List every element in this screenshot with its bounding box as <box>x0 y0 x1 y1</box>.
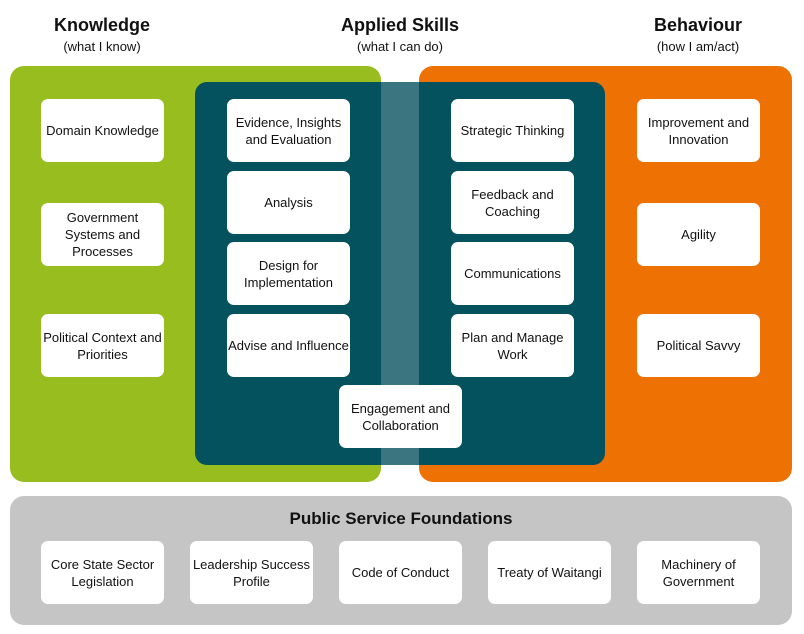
applied-skills-header: Applied Skills (what I can do) <box>300 14 500 56</box>
foundations-title: Public Service Foundations <box>289 509 513 528</box>
skill-item: Advise and Influence <box>227 314 350 377</box>
foundation-item: Leadership Success Profile <box>190 541 313 604</box>
header-title: Behaviour <box>653 15 743 35</box>
skill-item: Design for Implementation <box>227 242 350 305</box>
skill-item: Communications <box>451 242 574 305</box>
header-title: Applied Skills <box>340 15 460 35</box>
foundation-item: Treaty of Waitangi <box>488 541 611 604</box>
skill-item: Evidence, Insights and Evaluation <box>227 99 350 162</box>
knowledge-item: Government Systems and Processes <box>41 203 164 266</box>
foundation-item: Machinery of Government <box>637 541 760 604</box>
behaviour-item: Improvement and Innovation <box>637 99 760 162</box>
skill-item: Feedback and Coaching <box>451 171 574 234</box>
skill-item: Strategic Thinking <box>451 99 574 162</box>
knowledge-item: Political Context and Priorities <box>41 314 164 377</box>
behaviour-item: Political Savvy <box>637 314 760 377</box>
header-subtitle: (what I can do) <box>357 39 443 54</box>
knowledge-header: Knowledge (what I know) <box>2 14 202 56</box>
behaviour-header: Behaviour (how I am/act) <box>598 14 798 56</box>
skill-item: Plan and Manage Work <box>451 314 574 377</box>
header-subtitle: (what I know) <box>63 39 141 54</box>
behaviour-item: Agility <box>637 203 760 266</box>
foundation-item: Code of Conduct <box>339 541 462 604</box>
skill-item: Analysis <box>227 171 350 234</box>
header-title: Knowledge <box>53 15 150 35</box>
foundation-item: Core State Sector Legislation <box>41 541 164 604</box>
knowledge-item: Domain Knowledge <box>41 99 164 162</box>
header-subtitle: (how I am/act) <box>656 39 740 54</box>
skill-item-shared: Engagement and Collaboration <box>339 385 462 448</box>
